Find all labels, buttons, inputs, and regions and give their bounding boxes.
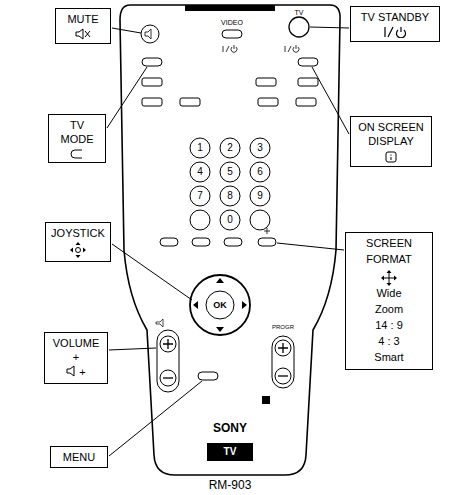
number-button [190,162,210,182]
callout-text: Wide [351,286,427,302]
volume-up [160,336,176,352]
button-label: 3 [257,143,263,153]
button-label: 6 [257,167,263,177]
callout-text: 14 : 9 [351,318,427,334]
tv-badge [207,443,253,461]
number-button [190,186,210,206]
callout-label: TV STANDBY [356,10,434,24]
ok-button [206,291,234,319]
minus-symbol [163,377,173,378]
callout-box: ON SCREEN DISPLAY [350,116,432,167]
plus-symbol [278,343,288,353]
format-symbol [264,228,270,234]
button-label: TV [224,447,237,457]
number-button [250,186,270,206]
callout-label: MUTE [61,12,105,26]
callout-box: TV MODE [48,114,106,163]
button-label: 5 [227,167,233,177]
power-symbol [223,45,237,52]
number-button [220,186,240,206]
minus-symbol [278,375,288,376]
callout-text: 4 : 3 [351,334,427,350]
joystick [190,275,250,335]
caption: RM-903 [209,478,252,492]
number-keypad [190,138,270,230]
icon [61,28,105,40]
button-label: 2 [227,143,233,153]
button-label: PROGR [272,324,294,330]
callout-box: MENU [50,446,108,468]
joystick-arrows [193,278,247,332]
number-button [190,210,210,230]
callout-label: VOLUME + [50,336,102,365]
icon [351,270,427,286]
button-label: 9 [257,191,263,201]
speaker-symbol [156,319,163,327]
callout-box: JOYSTICK [45,222,111,262]
button-label: 7 [197,191,203,201]
button-label: 1 [197,143,203,153]
leader-lines [107,27,349,456]
number-button [220,138,240,158]
callout-box: TV STANDBY [350,6,440,42]
small-buttons [160,238,276,246]
remote-body [120,5,340,475]
button-label: OK [213,301,227,310]
number-button [250,210,270,230]
callout-box: MUTE [55,8,111,44]
icon [356,26,434,38]
menu-button [198,372,218,380]
mute-button [141,25,159,43]
callout-label: TV MODE [54,118,100,147]
volume-down [160,370,176,386]
button-label: 0 [227,215,233,225]
program-up [275,340,291,356]
button-label: VIDEO [221,19,243,26]
callout-label: SCREEN FORMAT [351,236,427,268]
mute-symbol [145,29,151,39]
callout-label: JOYSTICK [51,226,105,240]
callout-text: Smart [351,350,427,366]
program-down [275,368,291,384]
icon [54,149,100,159]
callout-box: VOLUME ++ [44,332,108,384]
ir-window [185,5,275,11]
callout-label: MENU [56,450,102,464]
badge-mark [262,396,270,404]
icon [356,151,426,163]
number-button [220,210,240,230]
icon [51,242,105,258]
button-label: SONY [213,422,247,434]
button-label: TV [295,9,304,16]
number-button [250,162,270,182]
volume-rocker [157,330,179,392]
callout-text: + [79,365,85,379]
standby-button [289,17,309,37]
number-button [220,162,240,182]
button-label: 4 [197,167,203,177]
icon [66,365,76,380]
callout-label: ON SCREEN DISPLAY [356,120,426,149]
video-button [222,30,242,38]
plus-symbol [163,339,173,349]
number-button [250,138,270,158]
function-buttons [142,58,318,106]
callout-box: SCREEN FORMAT WideZoom14 : 94 : 3Smart [345,232,433,370]
program-rocker [272,336,294,388]
button-label: 8 [227,191,233,201]
power-symbol [285,45,299,52]
callout-text: Zoom [351,302,427,318]
number-button [190,138,210,158]
